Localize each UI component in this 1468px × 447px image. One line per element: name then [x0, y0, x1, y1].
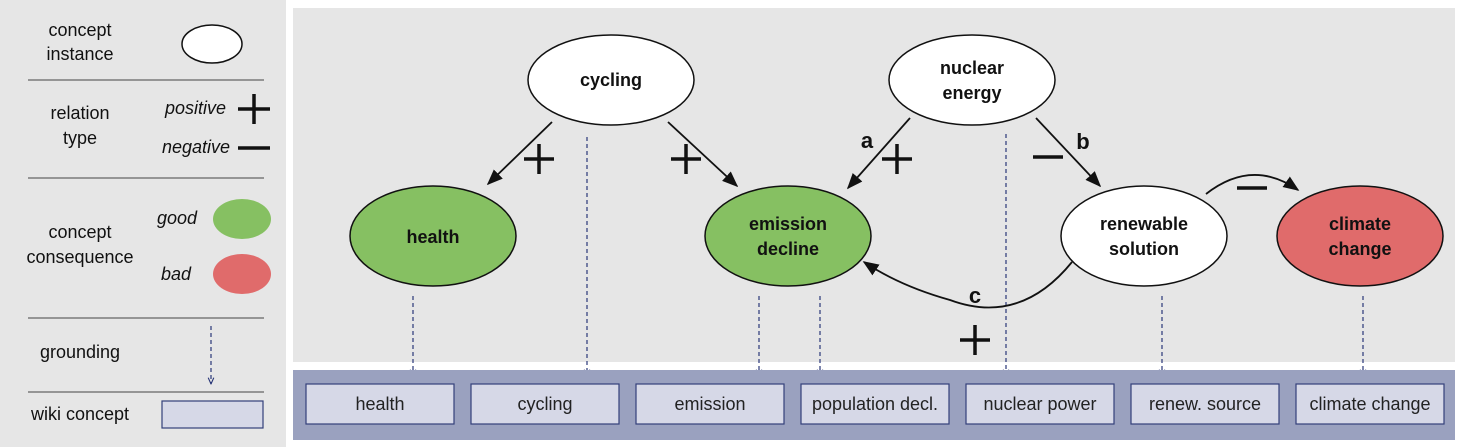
wiki-concept-band: health cycling emission population decl.… — [293, 370, 1455, 440]
relation-edges — [486, 117, 1300, 309]
wiki-concept-cycling: cycling — [470, 383, 620, 425]
node-emission-label-line2: decline — [757, 239, 819, 259]
node-cycling-label: cycling — [580, 70, 642, 90]
plus-icon — [882, 144, 912, 174]
legend-good-ellipse — [213, 199, 271, 239]
plus-icon — [524, 144, 554, 174]
wiki-concept-label: cycling — [517, 394, 572, 414]
legend-relation-type-line1: relation — [50, 103, 109, 123]
node-emission-label-line1: emission — [749, 214, 827, 234]
edge-cycling-emission — [667, 121, 739, 188]
edge-cycling-health — [486, 121, 553, 186]
legend-wiki-concept-label: wiki concept — [30, 404, 129, 424]
legend-relation-type-line2: type — [63, 128, 97, 148]
edge-label-c: c — [969, 283, 981, 308]
wiki-concept-label: health — [355, 394, 404, 414]
concept-nodes: cycling nuclear energy health emission d… — [349, 34, 1444, 287]
edge-nuclear-renewable — [1035, 117, 1102, 188]
node-emission-decline: emission decline — [704, 185, 872, 287]
legend-consequence-line2: consequence — [26, 247, 133, 267]
wiki-concept-label: emission — [674, 394, 745, 414]
legend-concept-instance-line1: concept — [48, 20, 111, 40]
plus-icon — [960, 325, 990, 355]
edge-renewable-climate — [1205, 174, 1300, 195]
wiki-concept-emission: emission — [635, 383, 785, 425]
wiki-concept-label: nuclear power — [983, 394, 1096, 414]
node-climate-label-line1: climate — [1329, 214, 1391, 234]
wiki-concept-label: climate change — [1309, 394, 1430, 414]
legend-bad-ellipse — [213, 254, 271, 294]
plus-icon — [238, 94, 270, 124]
node-nuclear-label-line2: energy — [942, 83, 1001, 103]
node-health-label: health — [406, 227, 459, 247]
relation-signs: a b c — [524, 128, 1267, 355]
wiki-concept-label: population decl. — [812, 394, 938, 414]
edge-renewable-emission — [862, 261, 1073, 309]
node-climate-change: climate change — [1276, 185, 1444, 287]
wiki-concept-renew-source: renew. source — [1130, 383, 1280, 425]
legend-panel: concept instance relation type positive … — [0, 0, 286, 447]
edge-label-b: b — [1076, 129, 1089, 154]
legend-wiki-box — [161, 400, 264, 429]
node-nuclear-label-line1: nuclear — [940, 58, 1004, 78]
legend-bad-label: bad — [161, 264, 192, 284]
legend-concept-instance-line2: instance — [46, 44, 113, 64]
legend-negative-label: negative — [162, 137, 230, 157]
node-nuclear-energy: nuclear energy — [888, 34, 1056, 126]
wiki-concept-population-decl: population decl. — [800, 383, 950, 425]
plus-icon — [671, 144, 701, 174]
grounding-links — [413, 134, 1363, 376]
legend-good-label: good — [157, 208, 198, 228]
node-renewable-label-line1: renewable — [1100, 214, 1188, 234]
wiki-concept-climate-change: climate change — [1295, 383, 1445, 425]
node-cycling: cycling — [527, 34, 695, 126]
wiki-concept-label: renew. source — [1149, 394, 1261, 414]
legend-positive-label: positive — [164, 98, 226, 118]
legend-consequence-line1: concept — [48, 222, 111, 242]
legend-grounding-label: grounding — [40, 342, 120, 362]
legend-instance-ellipse — [181, 24, 243, 64]
node-climate-label-line2: change — [1328, 239, 1391, 259]
graph-panel — [293, 8, 1455, 362]
edge-label-a: a — [861, 128, 874, 153]
node-health: health — [349, 185, 517, 287]
node-renewable-label-line2: solution — [1109, 239, 1179, 259]
node-renewable-solution: renewable solution — [1060, 185, 1228, 287]
edge-nuclear-emission — [846, 117, 911, 190]
wiki-concept-nuclear-power: nuclear power — [965, 383, 1115, 425]
wiki-concept-health: health — [305, 383, 455, 425]
